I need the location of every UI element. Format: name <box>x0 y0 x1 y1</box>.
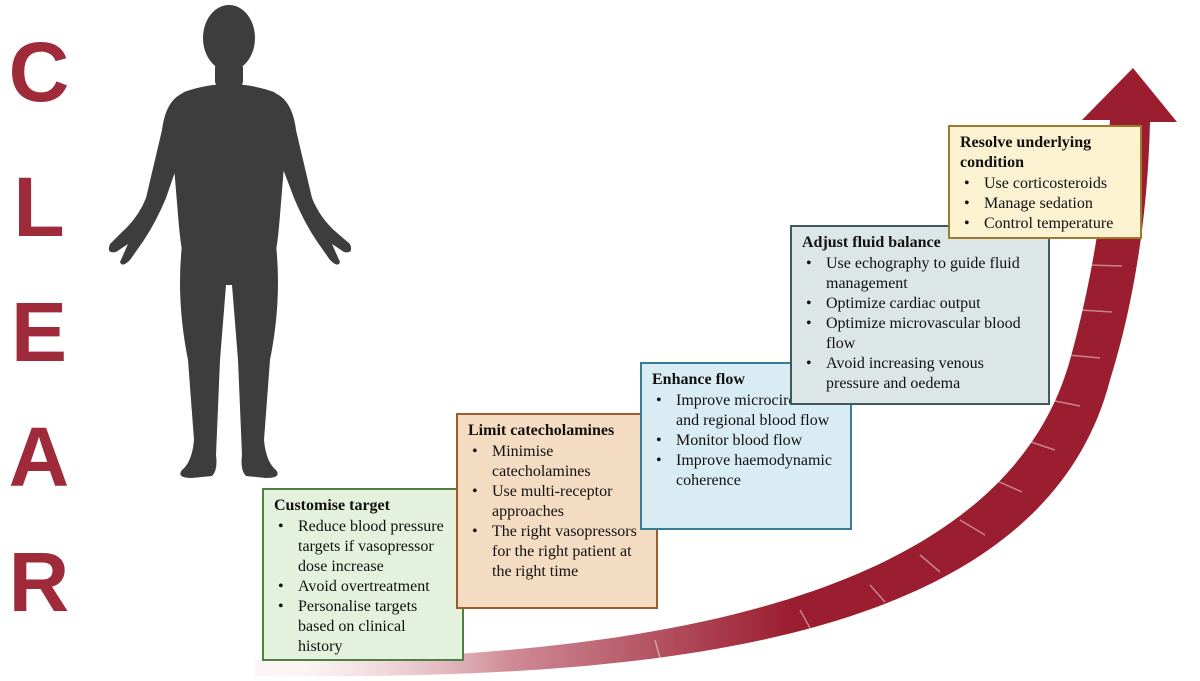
step-limit-catecholamines: Limit catecholamines Minimise catecholam… <box>456 413 658 609</box>
step-title: Customise target <box>274 497 390 514</box>
list-item: Optimize microvascular blood flow <box>802 314 1038 354</box>
list-item: Reduce blood pressure targets if vasopre… <box>274 517 452 577</box>
list-item: Use echography to guide fluid management <box>802 254 1038 294</box>
step-title: Limit catecholamines <box>468 422 615 439</box>
list-item: Minimise catecholamines <box>468 442 646 482</box>
step-list: Reduce blood pressure targets if vasopre… <box>274 517 452 657</box>
list-item: Optimize cardiac output <box>802 294 1038 314</box>
list-item: Control temperature <box>960 214 1130 234</box>
step-title: Resolve underlying condition <box>960 134 1092 171</box>
acronym-letter-r: R <box>8 535 70 629</box>
arrow-segment-lines <box>654 264 1123 659</box>
acronym-letter-c: C <box>8 25 70 119</box>
list-item: Avoid increasing venous pressure and oed… <box>802 354 1038 394</box>
acronym-letter-l: L <box>13 160 65 254</box>
list-item: Avoid overtreatment <box>274 577 452 597</box>
figure-body <box>108 5 352 478</box>
step-resolve-underlying-condition: Resolve underlying condition Use cortico… <box>948 125 1142 239</box>
list-item: The right vasopressors for the right pat… <box>468 522 646 582</box>
acronym-letter-e: E <box>10 285 68 379</box>
human-figure-icon <box>108 5 352 478</box>
step-list: Improve microcirculation and regional bl… <box>652 391 840 491</box>
step-title: Adjust fluid balance <box>802 234 941 251</box>
step-adjust-fluid-balance: Adjust fluid balance Use echography to g… <box>790 225 1050 405</box>
acronym-letter-a: A <box>8 410 70 504</box>
list-item: Improve haemodynamic coherence <box>652 451 840 491</box>
step-list: Use corticosteroids Manage sedation Cont… <box>960 174 1130 234</box>
clear-acronym: C L E A R <box>0 0 80 681</box>
list-item: Manage sedation <box>960 194 1130 214</box>
step-title: Enhance flow <box>652 371 745 388</box>
step-customise-target: Customise target Reduce blood pressure t… <box>262 488 464 661</box>
list-item: Personalise targets based on clinical hi… <box>274 597 452 657</box>
list-item: Use multi-receptor approaches <box>468 482 646 522</box>
step-list: Minimise catecholamines Use multi-recept… <box>468 442 646 582</box>
list-item: Use corticosteroids <box>960 174 1130 194</box>
list-item: Monitor blood flow <box>652 431 840 451</box>
step-list: Use echography to guide fluid management… <box>802 254 1038 394</box>
